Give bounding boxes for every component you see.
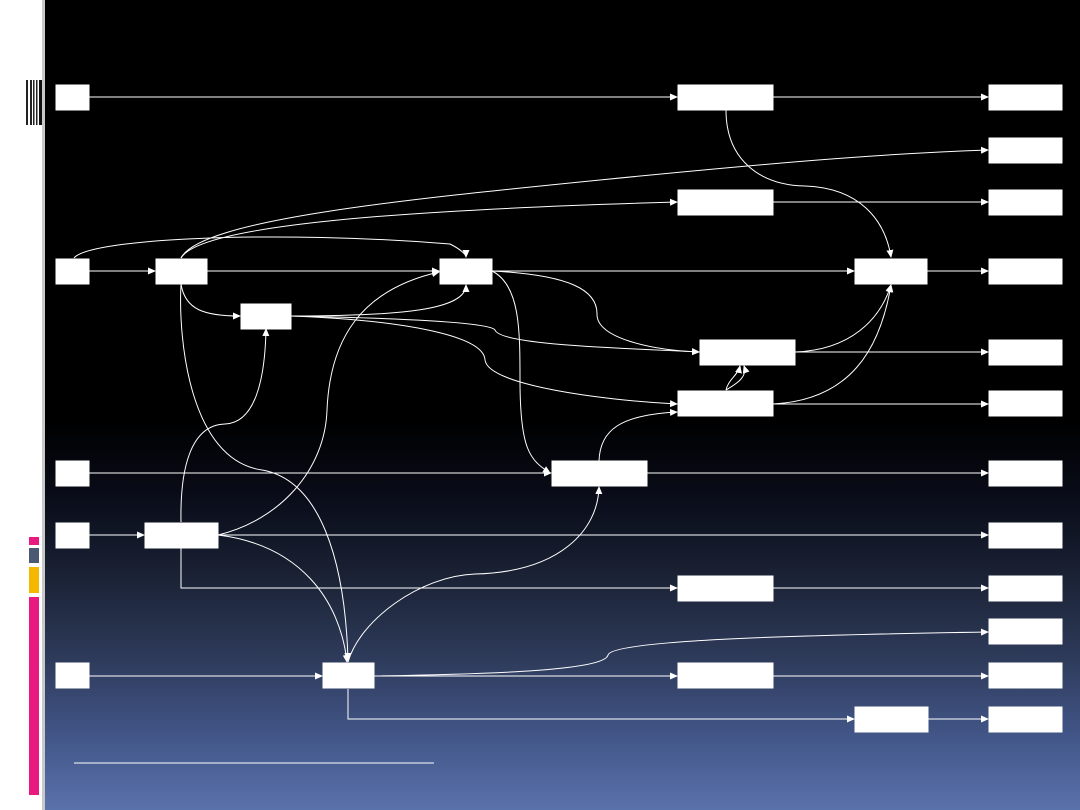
node-a1 xyxy=(55,84,90,111)
header-stripes-icon xyxy=(26,80,42,125)
node-a10 xyxy=(55,662,90,689)
edge-n2-to-k xyxy=(491,270,551,474)
edge-n1-to-q xyxy=(180,283,352,661)
accent-stripe-magenta-long xyxy=(29,597,39,795)
edge-k-to-b6 xyxy=(598,408,678,462)
node-z12 xyxy=(988,706,1063,733)
edge-c-to-h xyxy=(794,284,893,353)
node-h xyxy=(854,258,928,285)
accent-stripe-slate xyxy=(29,548,39,563)
edge-b6-to-c-b xyxy=(725,365,750,391)
edge-p-to-q xyxy=(217,534,350,663)
node-z7 xyxy=(988,460,1063,487)
node-r xyxy=(854,706,929,733)
node-z6 xyxy=(988,390,1063,417)
edge-m-to-b6 xyxy=(290,315,678,408)
edge-q-to-z10 xyxy=(373,628,989,677)
edge-m-to-c xyxy=(290,315,700,356)
node-b3 xyxy=(677,189,774,216)
node-z2 xyxy=(988,137,1063,164)
edge-m-to-n2 xyxy=(290,284,470,317)
edge-a4-to-n2 xyxy=(73,236,470,259)
node-a7 xyxy=(55,460,90,487)
edge-n1-to-b3 xyxy=(180,198,678,259)
edge-n2-to-c xyxy=(491,270,700,356)
node-p xyxy=(144,522,219,549)
node-z1 xyxy=(988,84,1063,111)
node-z9 xyxy=(988,575,1063,602)
node-c xyxy=(699,339,796,366)
node-z10 xyxy=(988,618,1063,645)
edge-p-to-n2 xyxy=(217,270,440,536)
accent-stripe-gold xyxy=(29,567,39,593)
node-b1 xyxy=(677,84,774,111)
node-z3 xyxy=(988,189,1063,216)
edge-n1-to-m xyxy=(180,283,241,320)
left-band-shadow xyxy=(42,0,45,810)
node-z5 xyxy=(988,339,1063,366)
node-a8 xyxy=(55,522,90,549)
edge-p-to-b9 xyxy=(180,548,678,592)
node-q xyxy=(322,662,375,689)
edge-b6-to-h xyxy=(772,284,894,405)
node-n2 xyxy=(439,258,493,285)
edge-q-to-k xyxy=(347,486,603,663)
node-b9 xyxy=(677,575,774,602)
node-z11 xyxy=(988,662,1063,689)
node-z8 xyxy=(988,522,1063,549)
edge-b6-to-c-a xyxy=(725,365,742,391)
node-m xyxy=(240,303,292,330)
edge-n1-to-z2 xyxy=(180,146,989,259)
node-k xyxy=(551,460,648,487)
node-n1 xyxy=(155,258,208,285)
node-b6 xyxy=(677,390,774,417)
edge-p-to-m xyxy=(180,328,270,523)
edge-b1-to-h xyxy=(725,109,894,258)
node-z4 xyxy=(988,258,1063,285)
accent-stripe-magenta-small xyxy=(29,537,39,545)
node-b10 xyxy=(677,662,774,689)
edge-q-to-r xyxy=(347,689,855,723)
node-a4 xyxy=(55,258,90,285)
